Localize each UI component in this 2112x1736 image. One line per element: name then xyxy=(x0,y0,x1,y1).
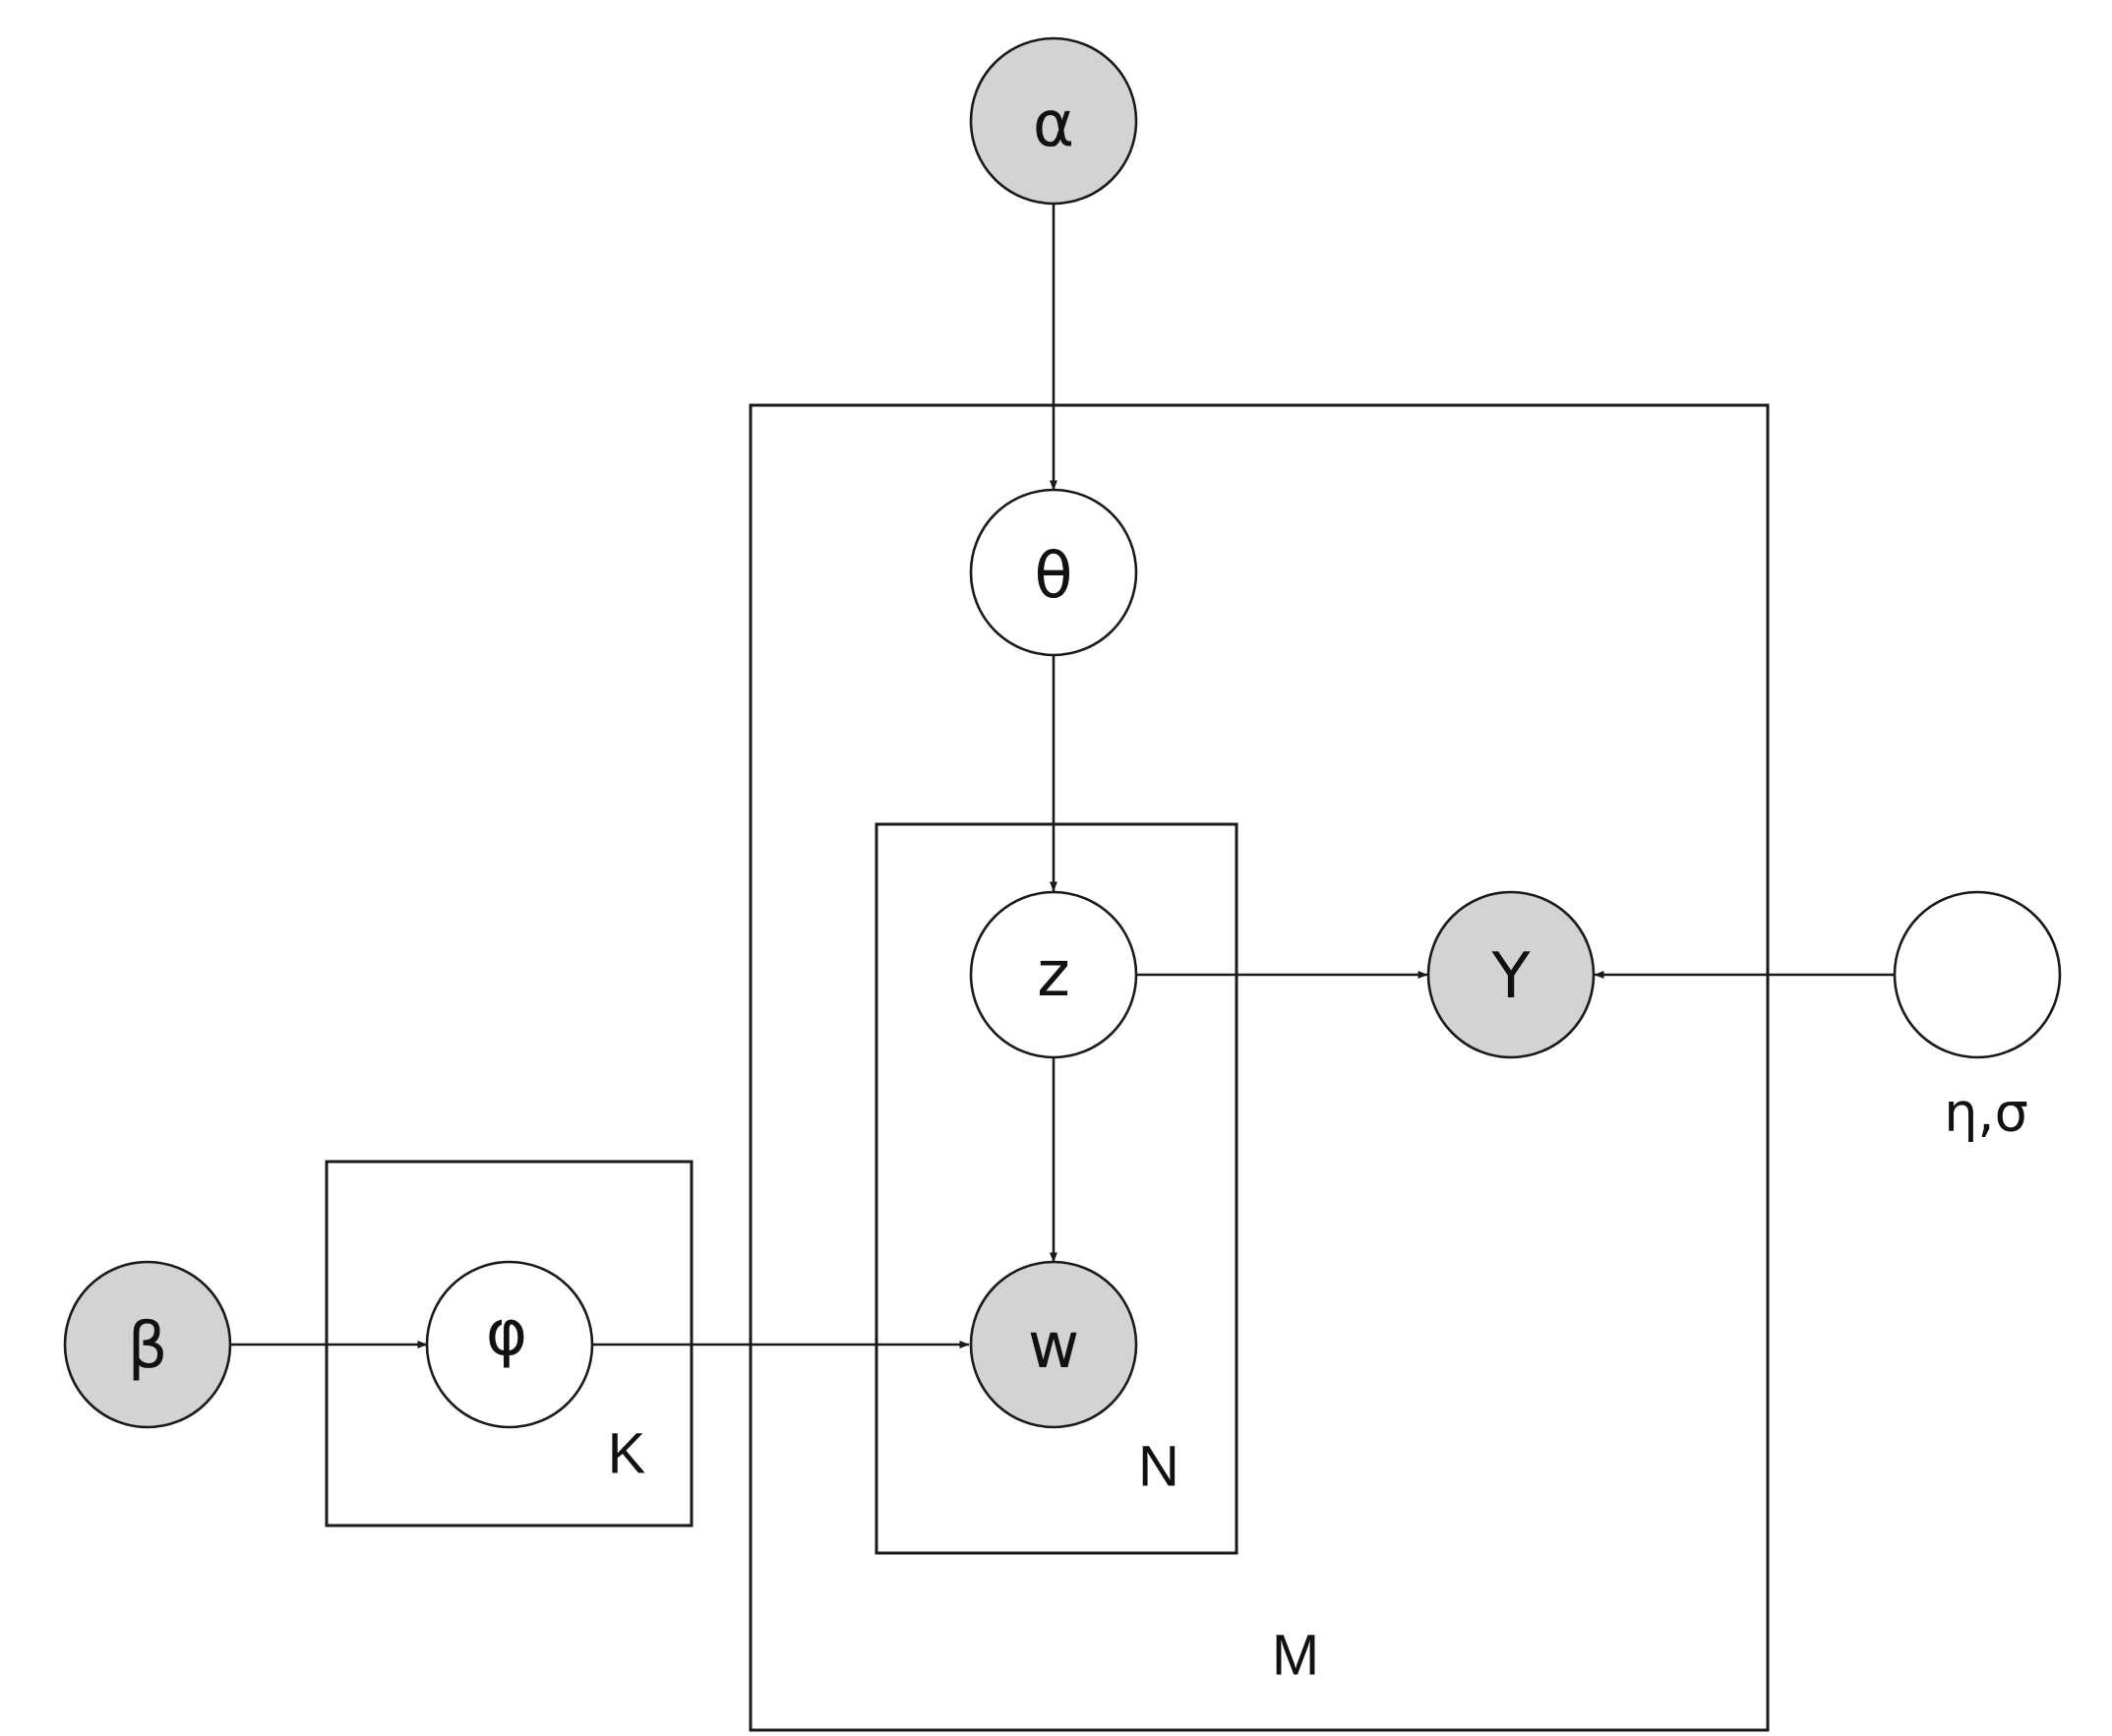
node-beta: β xyxy=(63,1260,232,1429)
node-theta: θ xyxy=(969,488,1138,657)
node-eta-sigma-label: η,σ xyxy=(1944,1082,2028,1144)
plate-N-box xyxy=(875,822,1238,1555)
node-z-label: z xyxy=(1037,938,1070,1011)
node-w-circle xyxy=(969,1260,1138,1429)
node-Y-circle xyxy=(1426,890,1596,1059)
node-eta-sigma-circle xyxy=(1893,890,2062,1059)
plate-M-box xyxy=(749,403,1770,1732)
node-alpha-circle xyxy=(969,36,1138,206)
node-z: z xyxy=(969,890,1138,1059)
node-w-label: w xyxy=(1028,1310,1079,1383)
node-beta-circle xyxy=(63,1260,232,1429)
plate-N: N xyxy=(875,822,1238,1555)
plate-N-label: N xyxy=(1138,1435,1179,1499)
node-z-circle xyxy=(969,890,1138,1059)
node-w: w xyxy=(969,1260,1138,1429)
plate-M-label: M xyxy=(1272,1624,1319,1688)
plate-M: M xyxy=(749,403,1770,1732)
node-theta-label: θ xyxy=(1034,540,1072,613)
node-alpha: α xyxy=(969,36,1138,206)
node-Y: Y xyxy=(1426,890,1596,1059)
node-eta-sigma: η,σ xyxy=(1893,890,2062,1144)
node-phi: φ xyxy=(425,1260,594,1429)
node-theta-circle xyxy=(969,488,1138,657)
node-alpha-label: α xyxy=(1033,89,1074,161)
node-beta-label: β xyxy=(128,1310,168,1383)
node-Y-label: Y xyxy=(1490,940,1531,1013)
node-phi-circle xyxy=(425,1260,594,1429)
plate-K-label: K xyxy=(608,1422,646,1486)
node-phi-label: φ xyxy=(486,1297,527,1370)
edges xyxy=(230,205,1894,1348)
